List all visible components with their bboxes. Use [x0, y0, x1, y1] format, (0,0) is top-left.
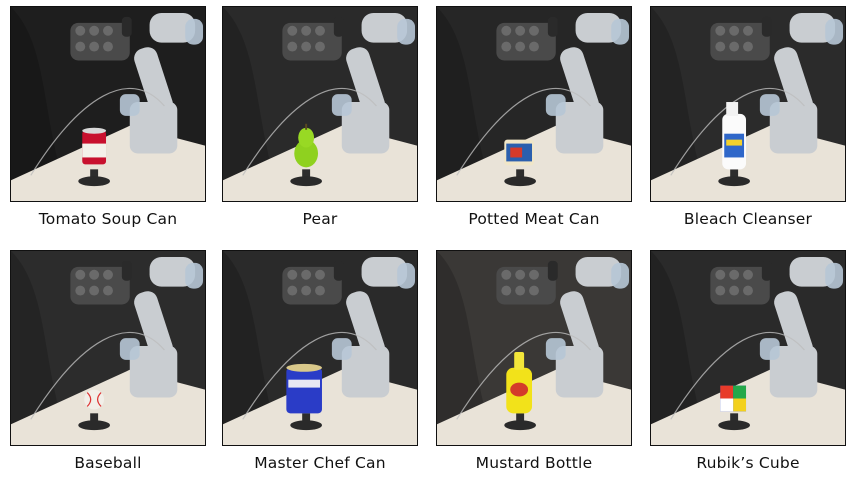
robot-grasp-image — [437, 251, 631, 445]
caption-3: Potted Meat Can — [468, 210, 600, 228]
photo-6 — [222, 250, 418, 446]
caption-7: Mustard Bottle — [475, 454, 593, 472]
robot-grasp-image — [651, 251, 845, 445]
photo-7 — [436, 250, 632, 446]
robot-grasp-image — [651, 7, 845, 201]
caption-2: Pear — [302, 210, 338, 228]
photo-4 — [650, 6, 846, 202]
robot-grasp-image — [11, 7, 205, 201]
robot-grasp-image — [11, 251, 205, 445]
caption-1: Tomato Soup Can — [38, 210, 178, 228]
caption-6: Master Chef Can — [254, 454, 386, 472]
robot-grasp-image — [223, 251, 417, 445]
robot-grasp-image — [437, 7, 631, 201]
photo-1 — [10, 6, 206, 202]
photo-3 — [436, 6, 632, 202]
caption-4: Bleach Cleanser — [683, 210, 813, 228]
caption-5: Baseball — [74, 454, 142, 472]
photo-2 — [222, 6, 418, 202]
photo-8 — [650, 250, 846, 446]
robot-grasp-image — [223, 7, 417, 201]
photo-5 — [10, 250, 206, 446]
caption-8: Rubik’s Cube — [696, 454, 800, 472]
